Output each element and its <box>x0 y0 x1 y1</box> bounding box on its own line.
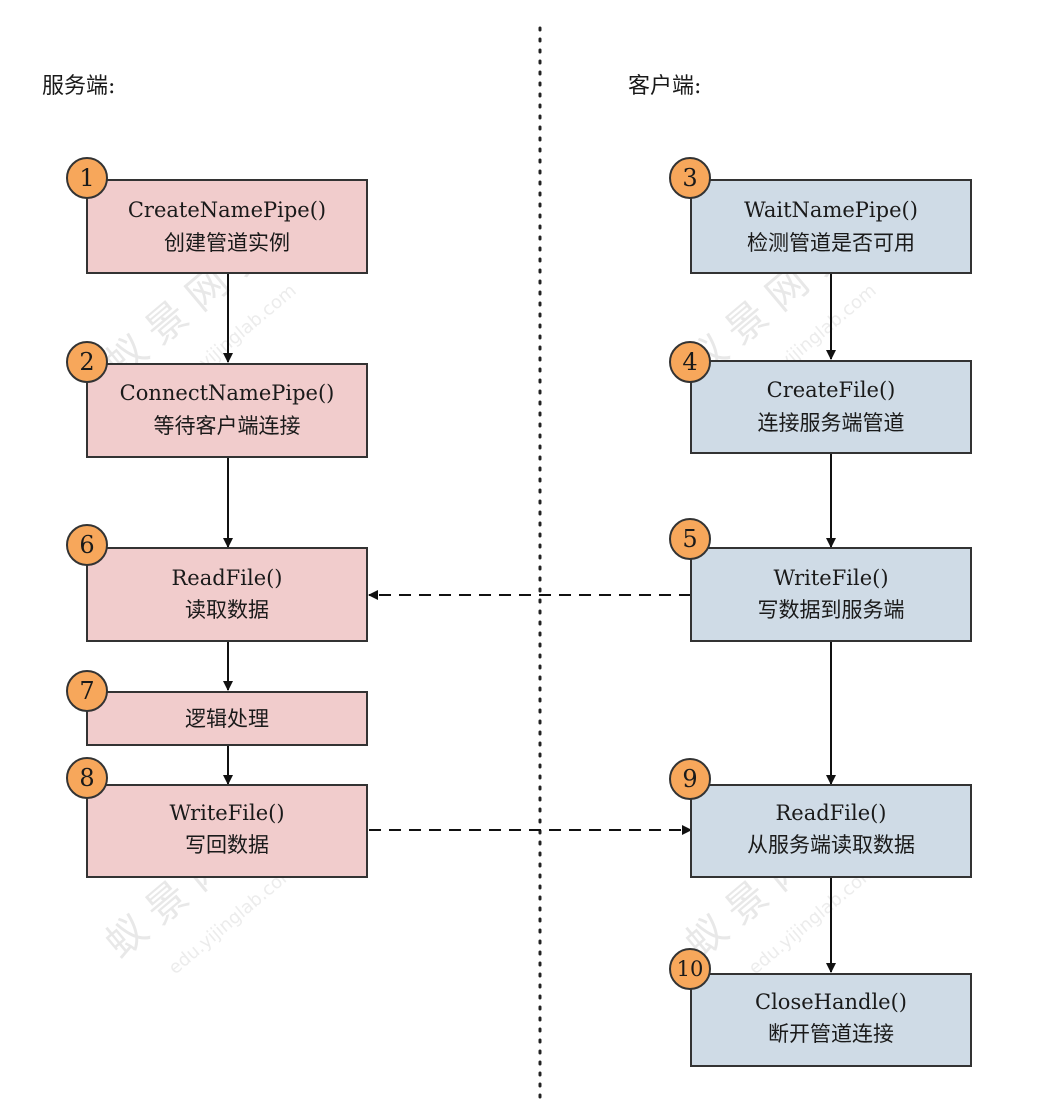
step-box-server-write-file: WriteFile() 写回数据 <box>86 784 368 878</box>
step-number-badge: 10 <box>669 948 711 990</box>
box-line-1: ConnectNamePipe() <box>120 381 335 405</box>
box-line-2: 创建管道实例 <box>164 231 290 255</box>
box-line-1: ReadFile() <box>171 566 282 590</box>
svg-text:8: 8 <box>79 764 94 792</box>
box-line-2: 读取数据 <box>185 598 269 622</box>
box-line-2: 写回数据 <box>185 833 269 857</box>
step-box-server-read-file: ReadFile() 读取数据 <box>86 547 368 642</box>
svg-text:10: 10 <box>677 957 704 981</box>
box-line-1: 逻辑处理 <box>185 707 269 731</box>
step-box-client-write-file: WriteFile() 写数据到服务端 <box>690 547 972 642</box>
step-box-create-file: CreateFile() 连接服务端管道 <box>690 360 972 454</box>
step-box-create-name-pipe: CreateNamePipe() 创建管道实例 <box>86 179 368 274</box>
box-line-1: WriteFile() <box>773 566 888 590</box>
step-box-client-read-file: ReadFile() 从服务端读取数据 <box>690 784 972 878</box>
step-number-badge: 2 <box>66 341 108 383</box>
step-number-badge: 6 <box>66 524 108 566</box>
box-line-1: CreateNamePipe() <box>128 198 326 222</box>
step-number-badge: 1 <box>66 157 108 199</box>
svg-text:1: 1 <box>79 164 94 192</box>
step-box-close-handle: CloseHandle() 断开管道连接 <box>690 973 972 1067</box>
box-line-2: 断开管道连接 <box>768 1022 894 1046</box>
step-number-badge: 3 <box>669 157 711 199</box>
step-number-badge: 5 <box>669 518 711 560</box>
step-box-wait-name-pipe: WaitNamePipe() 检测管道是否可用 <box>690 179 972 274</box>
box-line-1: WriteFile() <box>169 801 284 825</box>
step-number-badge: 9 <box>669 758 711 800</box>
step-number-badge: 7 <box>66 670 108 712</box>
box-line-1: CloseHandle() <box>755 990 907 1014</box>
box-line-1: ReadFile() <box>775 801 886 825</box>
svg-text:5: 5 <box>682 525 697 553</box>
client-column-title: 客户端: <box>628 74 701 99</box>
step-number-badge: 4 <box>669 341 711 383</box>
box-line-2: 从服务端读取数据 <box>747 833 915 857</box>
box-line-1: CreateFile() <box>767 378 896 402</box>
box-line-2: 写数据到服务端 <box>758 598 905 622</box>
server-column-title: 服务端: <box>42 74 115 99</box>
svg-text:7: 7 <box>79 677 94 705</box>
box-line-2: 等待客户端连接 <box>154 414 301 438</box>
box-line-2: 检测管道是否可用 <box>747 231 915 255</box>
step-box-connect-name-pipe: ConnectNamePipe() 等待客户端连接 <box>86 363 368 458</box>
svg-text:9: 9 <box>682 765 697 793</box>
svg-text:2: 2 <box>79 348 94 376</box>
svg-text:3: 3 <box>682 164 697 192</box>
box-line-1: WaitNamePipe() <box>744 198 918 222</box>
svg-text:6: 6 <box>79 531 94 559</box>
box-line-2: 连接服务端管道 <box>758 411 905 435</box>
svg-text:4: 4 <box>682 348 697 376</box>
step-number-badge: 8 <box>66 757 108 799</box>
step-box-logic-process: 逻辑处理 <box>86 691 368 746</box>
